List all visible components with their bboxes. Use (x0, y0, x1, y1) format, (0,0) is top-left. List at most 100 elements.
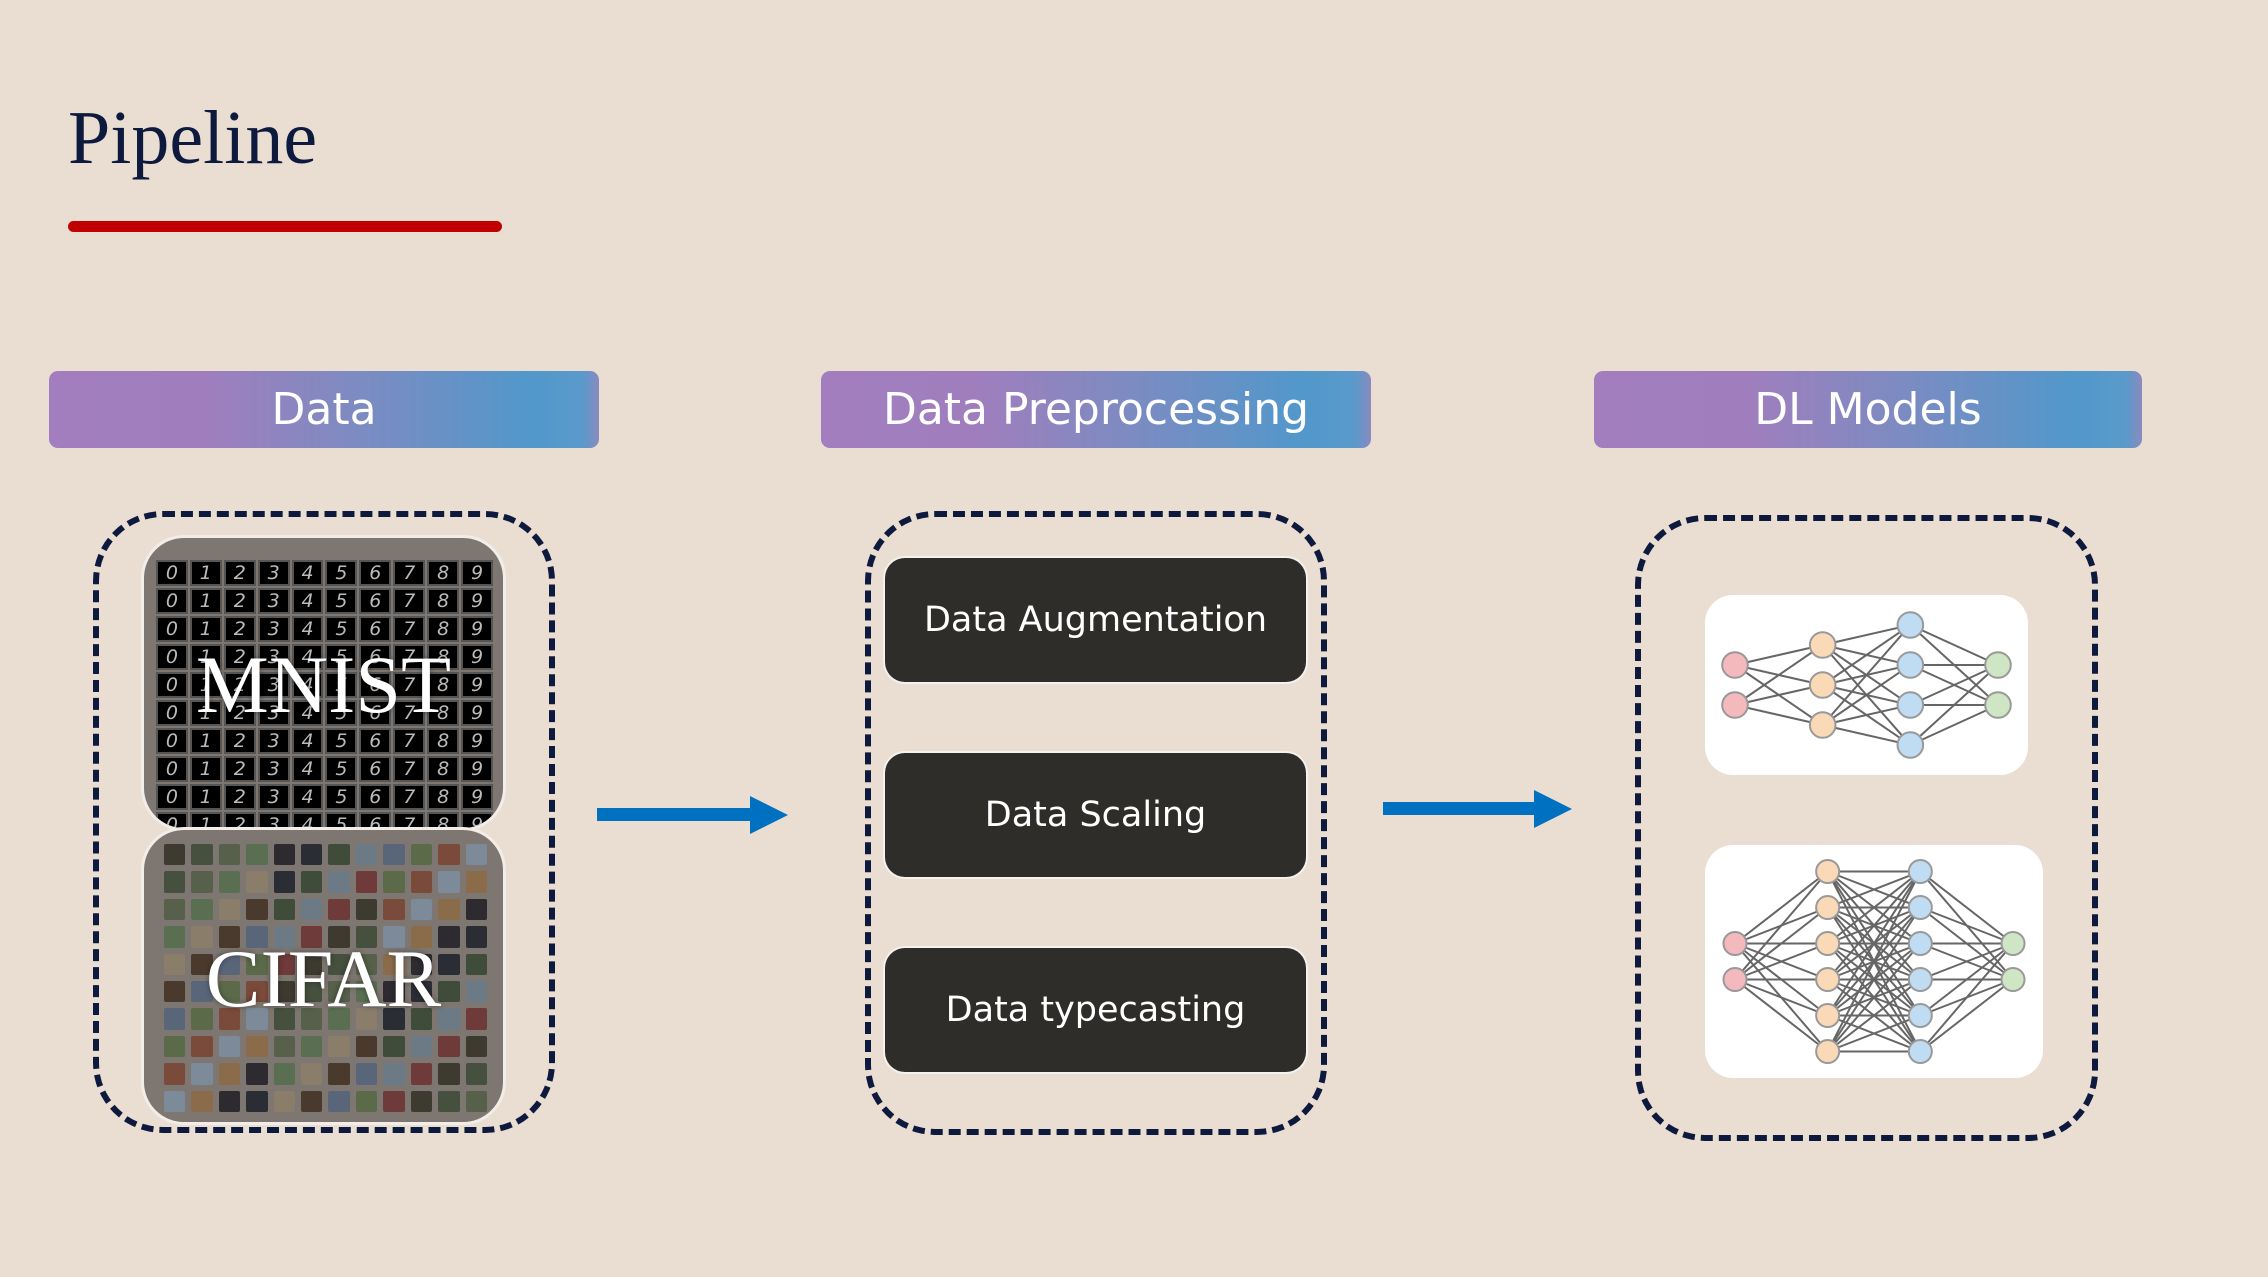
cifar-thumbnail-grid (164, 844, 487, 1112)
cifar-thumbnail (218, 898, 241, 921)
nn-connection (1909, 624, 1999, 666)
mnist-digit-cell: 3 (257, 756, 290, 782)
mnist-digit-cell: 5 (325, 560, 358, 586)
cifar-thumbnail (328, 1090, 350, 1112)
nn-connection (1734, 942, 1829, 981)
cifar-thumbnail (465, 898, 487, 921)
mnist-digit-cell: 8 (427, 616, 460, 642)
mnist-digit-cell: 9 (461, 588, 493, 614)
cifar-thumbnail (438, 1090, 460, 1112)
mnist-digit-cell: 0 (156, 672, 188, 698)
cifar-thumbnail (410, 953, 433, 975)
mnist-digit-cell: 1 (189, 728, 222, 754)
mnist-digit-cell: 4 (291, 784, 324, 810)
mnist-digit-cell: 2 (223, 728, 256, 754)
arrow-data-to-preprocessing (597, 796, 788, 834)
cifar-thumbnail (218, 926, 241, 948)
cifar-thumbnail (218, 953, 241, 975)
mnist-digit-cell: 1 (189, 756, 222, 782)
cifar-thumbnail (301, 953, 323, 975)
nn-connection (1822, 704, 1911, 726)
mnist-digit-cell: 7 (393, 784, 426, 810)
cifar-thumbnail (465, 1090, 487, 1112)
mnist-digit-cell: 3 (257, 700, 290, 726)
cifar-thumbnail (246, 1063, 268, 1085)
mnist-digit-cell: 3 (257, 644, 290, 670)
mnist-digit-cell: 4 (291, 560, 324, 586)
nn-node (1808, 671, 1837, 699)
cifar-thumbnail (465, 871, 487, 893)
cifar-thumbnail (438, 1035, 460, 1058)
mnist-digit-cell: 6 (359, 560, 392, 586)
nn-connection (1822, 724, 1911, 746)
cifar-thumbnail (355, 1090, 378, 1112)
nn-node (1896, 651, 1925, 679)
cifar-thumbnail (301, 1063, 323, 1085)
cifar-thumbnail (383, 1035, 405, 1058)
cifar-thumbnail (218, 1090, 241, 1112)
cifar-thumbnail (273, 1008, 296, 1030)
mnist-digit-cell: 6 (359, 700, 392, 726)
mnist-digit-cell: 2 (223, 644, 256, 670)
nn-connection (1734, 644, 1823, 666)
cifar-thumbnail (410, 1063, 433, 1085)
cifar-thumbnail (218, 1035, 241, 1058)
nn-node (1808, 711, 1837, 739)
cifar-thumbnail (438, 980, 460, 1003)
cifar-thumbnail (383, 980, 405, 1003)
cifar-thumbnail (410, 1035, 433, 1058)
cifar-thumbnail (273, 953, 296, 975)
cifar-thumbnail (383, 898, 405, 921)
mnist-digit-cell: 9 (461, 672, 493, 698)
nn-node (1907, 894, 1933, 921)
nn-connection (1919, 942, 2014, 981)
data-container (93, 511, 555, 1133)
cifar-thumbnail (164, 1090, 186, 1112)
cifar-thumbnail (164, 926, 186, 948)
cifar-thumbnail (328, 1035, 350, 1058)
nn-node (1896, 611, 1925, 639)
mnist-digit-cell: 9 (461, 616, 493, 642)
mnist-digit-cell: 9 (461, 728, 493, 754)
cifar-thumbnail (410, 844, 433, 866)
nn-node (1907, 1002, 1933, 1029)
cifar-thumbnail (383, 844, 405, 866)
cifar-thumbnail (273, 898, 296, 921)
cifar-thumbnail (301, 871, 323, 893)
mnist-digit-cell: 8 (427, 644, 460, 670)
nn-node (1722, 966, 1748, 993)
cifar-thumbnail (383, 926, 405, 948)
mnist-digit-cell: 0 (156, 728, 188, 754)
mnist-digit-cell: 8 (427, 700, 460, 726)
nn-connection (1909, 704, 1999, 746)
nn-connection (1909, 664, 1999, 706)
cifar-thumbnail (273, 980, 296, 1003)
nn-connection (1919, 906, 2014, 945)
step-data-scaling: Data Scaling (885, 753, 1306, 877)
nn-node (1907, 966, 1933, 993)
cifar-thumbnail (164, 1008, 186, 1030)
cifar-thumbnail (438, 898, 460, 921)
mnist-digit-cell: 1 (189, 812, 222, 828)
mnist-digit-cell: 5 (325, 700, 358, 726)
mnist-digit-cell: 4 (291, 644, 324, 670)
cifar-thumbnail (164, 898, 186, 921)
mnist-digit-cell: 8 (427, 588, 460, 614)
nn-node (2000, 966, 2026, 993)
cifar-thumbnail (328, 844, 350, 866)
cifar-thumbnail (246, 898, 268, 921)
cifar-thumbnail (301, 1008, 323, 1030)
cifar-thumbnail (465, 980, 487, 1003)
cifar-thumbnail (328, 1008, 350, 1030)
neural-network-small (1705, 595, 2028, 775)
mnist-digit-cell: 5 (325, 616, 358, 642)
slide-title: Pipeline (68, 96, 318, 180)
mnist-digit-cell: 1 (189, 784, 222, 810)
nn-connection (1919, 942, 2014, 1053)
mnist-digit-cell: 4 (291, 672, 324, 698)
nn-connection (1822, 624, 1911, 646)
mnist-digit-cell: 9 (461, 784, 493, 810)
stage-header-preprocessing: Data Preprocessing (821, 371, 1371, 448)
nn-node (2000, 930, 2026, 957)
